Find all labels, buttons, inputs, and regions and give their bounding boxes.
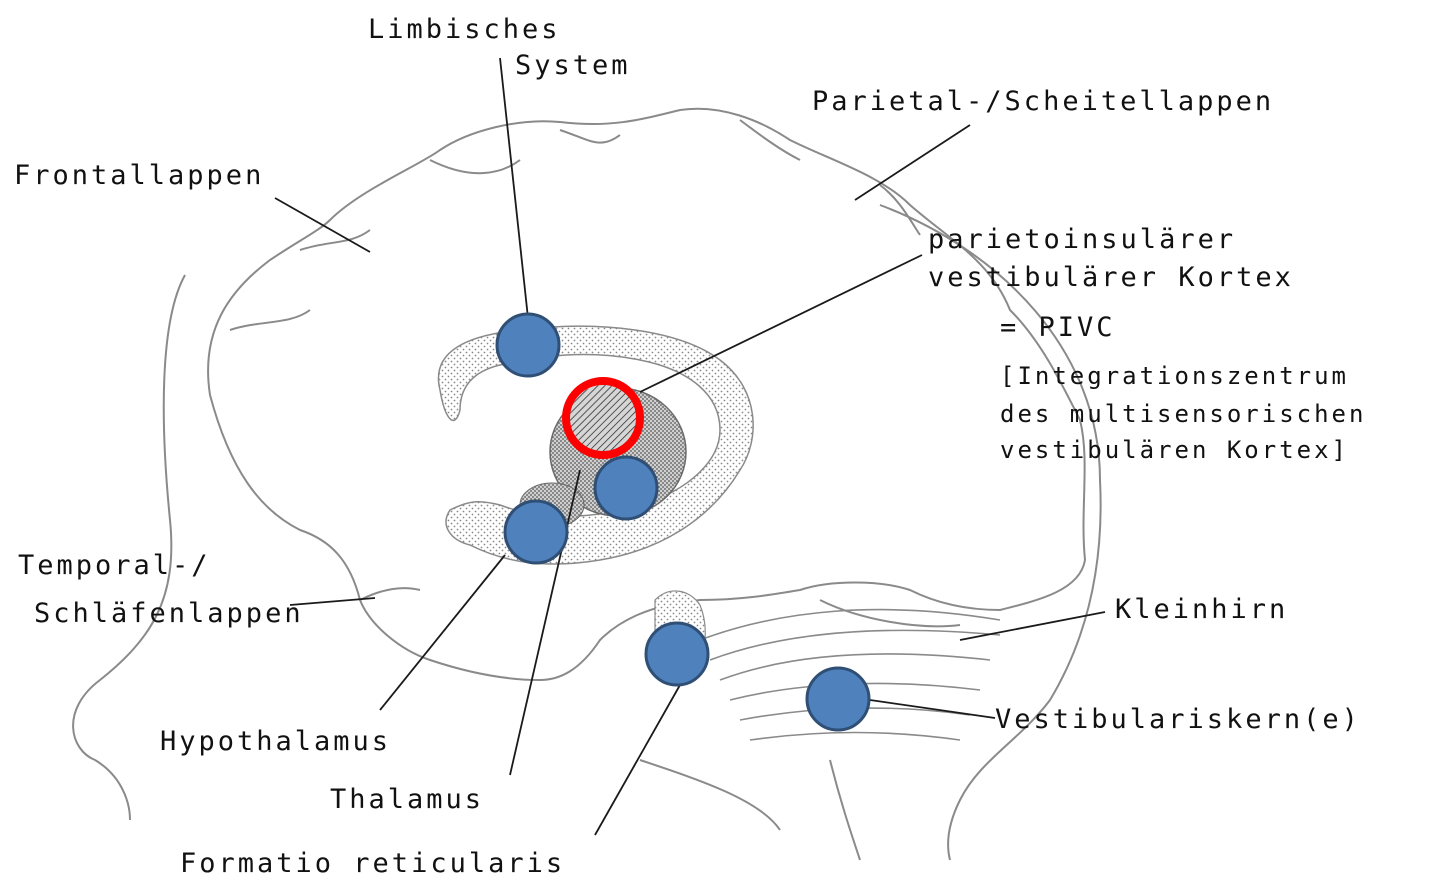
- marker-formatio-reticularis: [646, 623, 708, 685]
- marker-hypothalamus: [505, 501, 567, 563]
- marker-vestibular-nuclei: [807, 668, 869, 730]
- label-temporal-line2: Schläfenlappen: [34, 600, 304, 627]
- label-limbic-line2: System: [515, 52, 631, 79]
- label-thalamus: Thalamus: [330, 786, 484, 813]
- label-parietal: Parietal-/Scheitellappen: [812, 88, 1274, 115]
- label-temporal-line1: Temporal-/: [18, 552, 211, 579]
- label-limbic-line1: Limbisches: [368, 16, 561, 43]
- marker-limbic-system: [497, 314, 559, 376]
- label-pivc-line2: vestibulärer Kortex: [928, 264, 1294, 291]
- label-formatio: Formatio reticularis: [180, 850, 565, 877]
- label-pivc-line1: parietoinsulärer: [928, 226, 1236, 253]
- label-pivc-line3: = PIVC: [1000, 314, 1116, 341]
- label-hypothalamus: Hypothalamus: [160, 728, 391, 755]
- label-pivc-line6: vestibulären Kortex]: [1000, 438, 1349, 462]
- limbic-ring: [438, 326, 753, 564]
- label-kleinhirn: Kleinhirn: [1115, 596, 1288, 623]
- label-pivc-line5: des multisensorischen: [1000, 402, 1366, 426]
- label-pivc-line4: [Integrationszentrum: [1000, 364, 1349, 388]
- label-frontal: Frontallappen: [14, 162, 264, 189]
- label-vestibularis: Vestibulariskern(e): [995, 706, 1361, 733]
- marker-thalamus: [595, 457, 657, 519]
